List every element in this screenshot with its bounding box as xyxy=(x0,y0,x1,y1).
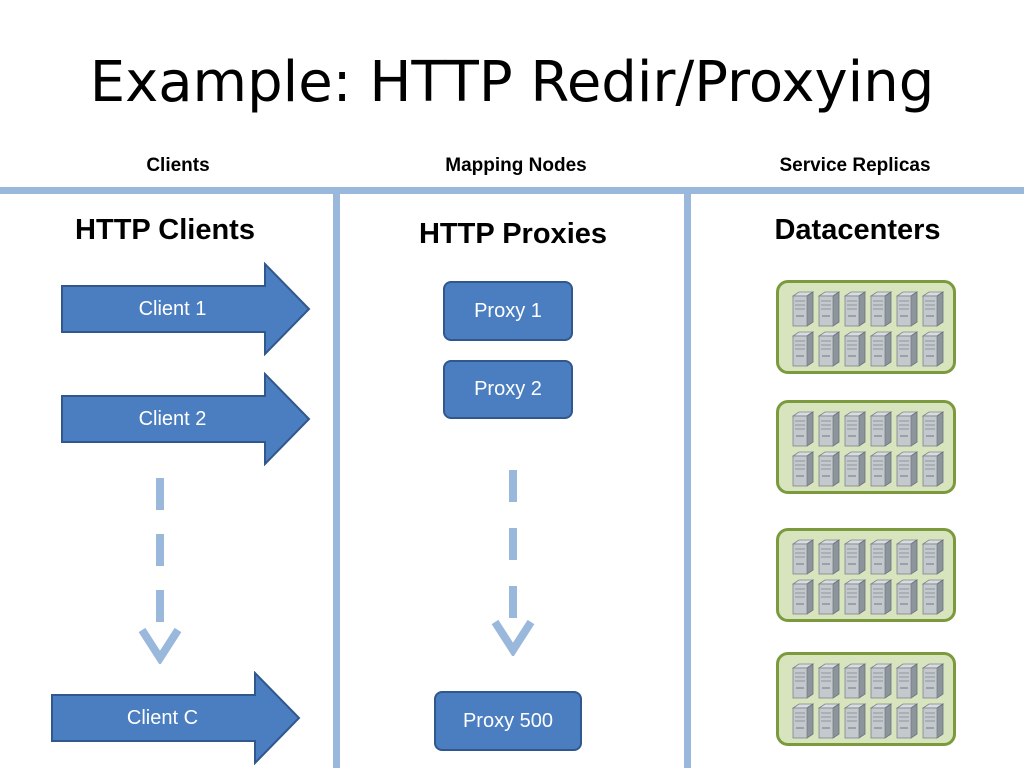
continuation-arrow-proxies xyxy=(491,470,535,661)
server-icon xyxy=(817,451,841,492)
server-icon xyxy=(921,291,945,332)
column-heading-service-replicas: Service Replicas xyxy=(779,155,931,176)
server-icon xyxy=(817,579,841,620)
server-icon xyxy=(921,411,945,452)
server-icon xyxy=(791,539,815,580)
subheading-http-proxies: HTTP Proxies xyxy=(418,218,608,250)
server-icon xyxy=(869,411,893,452)
server-icon xyxy=(869,331,893,372)
client-label: Client 2 xyxy=(138,408,207,430)
server-icon xyxy=(791,291,815,332)
client-arrow-1: Client 1 xyxy=(60,262,312,356)
subheading-datacenters: Datacenters xyxy=(774,214,941,246)
server-icon xyxy=(817,411,841,452)
server-icon xyxy=(895,411,919,452)
client-label: Client C xyxy=(126,707,199,729)
server-icon xyxy=(895,663,919,704)
server-icon xyxy=(921,539,945,580)
column-divider-right xyxy=(684,194,691,768)
column-heading-clients: Clients xyxy=(146,155,210,176)
server-icon xyxy=(817,703,841,744)
column-divider-left xyxy=(333,194,340,768)
slide-title: Example: HTTP Redir/Proxying xyxy=(89,50,935,115)
server-icon xyxy=(869,451,893,492)
server-icon xyxy=(843,703,867,744)
server-icon xyxy=(843,539,867,580)
datacenter-4 xyxy=(776,652,956,746)
server-icon xyxy=(895,703,919,744)
server-icon xyxy=(869,663,893,704)
server-icon xyxy=(895,579,919,620)
server-icon xyxy=(817,539,841,580)
server-icon xyxy=(895,291,919,332)
server-icon xyxy=(791,411,815,452)
server-icon xyxy=(895,451,919,492)
client-arrow-c: Client C xyxy=(50,671,302,765)
server-icon xyxy=(843,331,867,372)
server-icon xyxy=(869,703,893,744)
server-icon xyxy=(921,703,945,744)
server-icon xyxy=(921,579,945,620)
server-icon xyxy=(791,663,815,704)
proxy-node-2: Proxy 2 xyxy=(443,360,573,419)
server-icon xyxy=(843,451,867,492)
server-icon xyxy=(791,703,815,744)
server-icon xyxy=(921,451,945,492)
server-icon xyxy=(843,411,867,452)
server-icon xyxy=(869,579,893,620)
server-icon xyxy=(817,291,841,332)
datacenter-3 xyxy=(776,528,956,622)
server-icon xyxy=(921,331,945,372)
server-icon xyxy=(895,331,919,372)
column-heading-mapping-nodes: Mapping Nodes xyxy=(445,155,587,176)
server-icon xyxy=(791,579,815,620)
client-label: Client 1 xyxy=(138,298,207,320)
datacenter-2 xyxy=(776,400,956,494)
server-icon xyxy=(843,579,867,620)
server-icon xyxy=(869,291,893,332)
server-icon xyxy=(791,331,815,372)
client-arrow-2: Client 2 xyxy=(60,372,312,466)
proxy-node-500: Proxy 500 xyxy=(434,691,582,751)
server-icon xyxy=(843,291,867,332)
server-icon xyxy=(791,451,815,492)
server-icon xyxy=(817,663,841,704)
proxy-node-1: Proxy 1 xyxy=(443,281,573,341)
server-icon xyxy=(895,539,919,580)
subheading-http-clients: HTTP Clients xyxy=(75,214,255,246)
server-icon xyxy=(921,663,945,704)
server-icon xyxy=(843,663,867,704)
datacenter-1 xyxy=(776,280,956,374)
header-divider xyxy=(0,187,1024,194)
server-icon xyxy=(817,331,841,372)
server-icon xyxy=(869,539,893,580)
continuation-arrow-clients xyxy=(138,478,182,669)
